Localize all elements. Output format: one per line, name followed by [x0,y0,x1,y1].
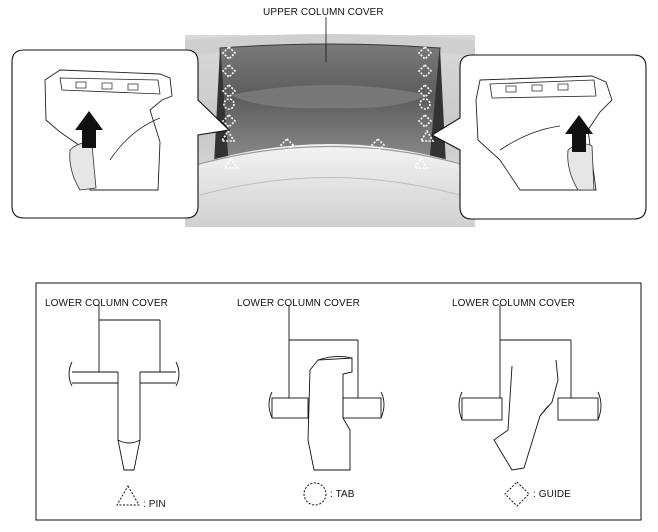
pin-section-drawing [68,305,180,471]
triangle-icon [116,485,140,506]
circle-icon [223,98,235,110]
diamond-icon [504,481,530,507]
arrow-up-icon [565,115,593,152]
legend-guide-label: : GUIDE [533,489,571,500]
diamond-icon [221,83,237,99]
legend-pin [116,485,140,506]
triangle-icon [223,156,239,169]
legend-pin-label: : PIN [143,499,166,510]
diamond-icon [370,137,386,153]
triangle-icon [220,129,236,142]
diamond-icon [417,63,433,79]
lower-column-cover-label-pin: LOWER COLUMN COVER [45,298,168,309]
lower-column-cover-label-tab: LOWER COLUMN COVER [237,298,360,309]
upper-column-cover-callout: UPPER COLUMN COVER [263,7,384,18]
lower-column-cover-label-guide: LOWER COLUMN COVER [452,298,575,309]
triangle-icon [413,156,429,169]
left-detail-bubble [11,49,231,219]
diamond-icon [221,45,237,61]
diamond-icon [279,137,295,153]
legend-tab [303,482,327,506]
right-detail-bubble [430,54,647,220]
diamond-icon [417,83,433,99]
diamond-icon [221,113,237,129]
section-detail-box [35,282,642,521]
legend-tab-label: : TAB [330,489,355,500]
diamond-icon [221,63,237,79]
arrow-up-icon [75,111,103,148]
diamond-icon [417,45,433,61]
location-markers [220,45,435,169]
guide-section-drawing [458,305,602,471]
circle-icon [419,98,431,110]
legend-guide [504,481,530,507]
tab-section-drawing [268,305,385,471]
diamond-icon [417,113,433,129]
circle-icon [303,482,327,506]
triangle-icon [419,129,435,142]
